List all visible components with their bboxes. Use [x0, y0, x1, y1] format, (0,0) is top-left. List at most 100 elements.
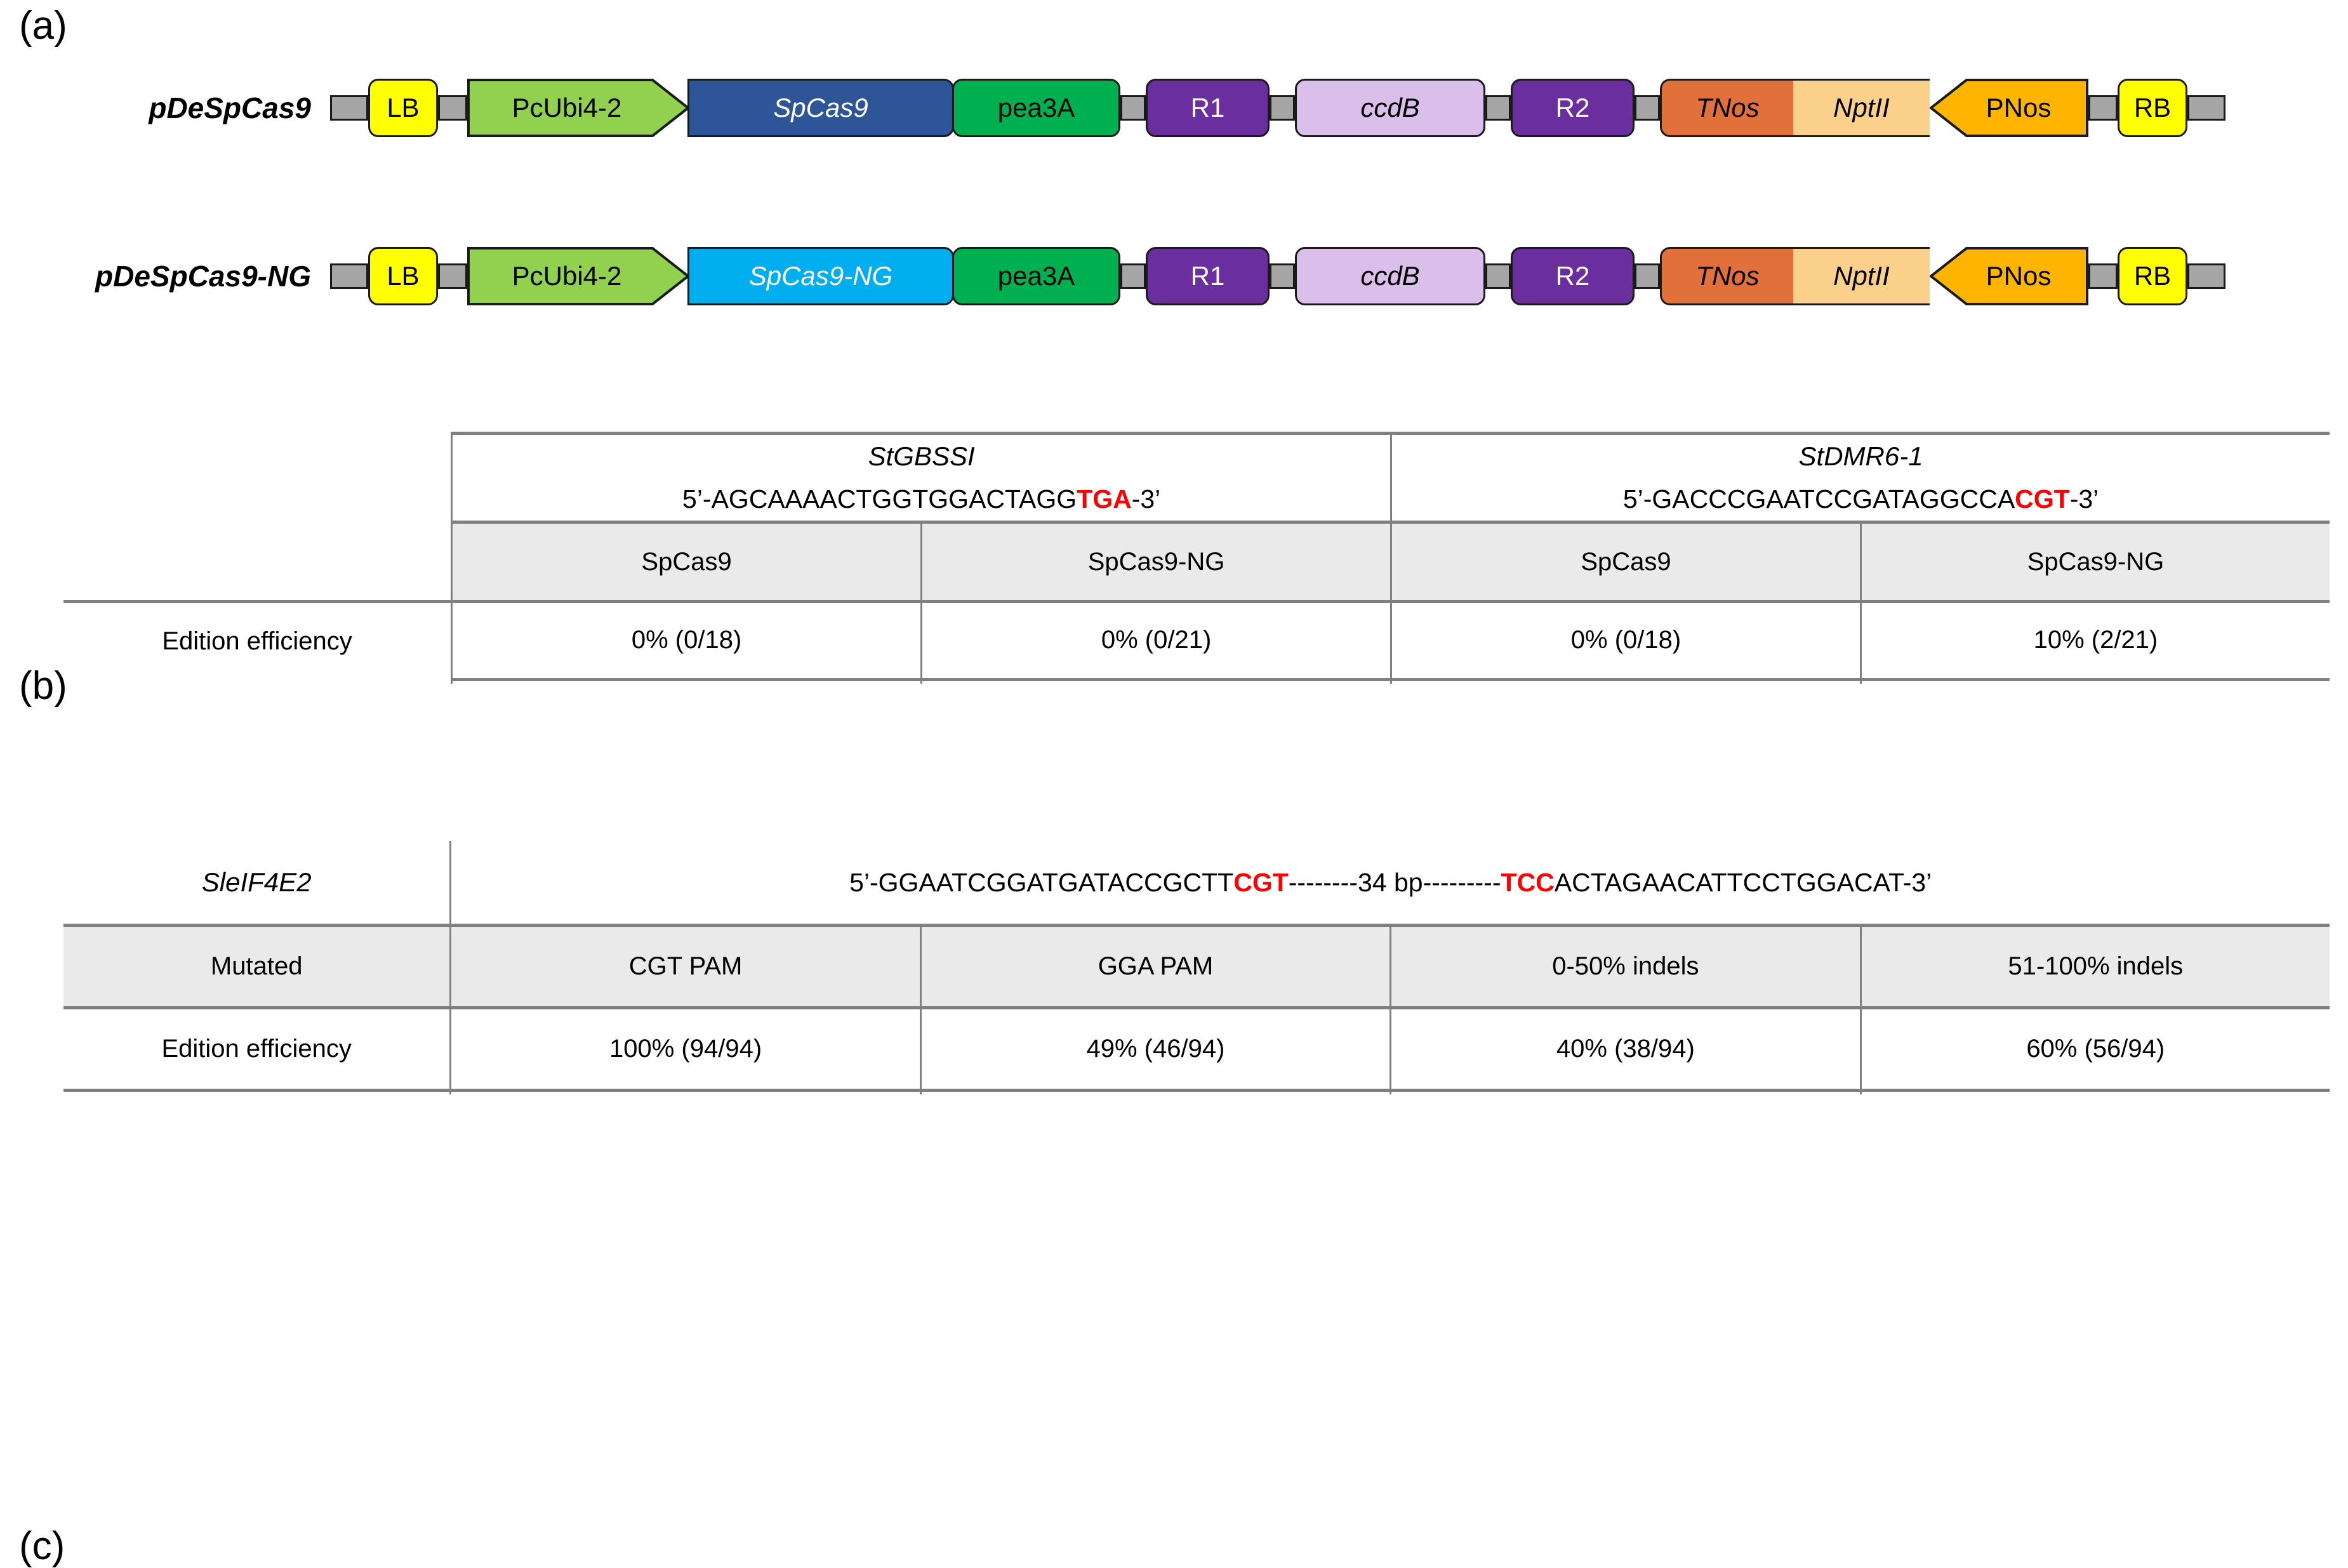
feature-spcas9-label: SpCas9: [773, 93, 868, 123]
feature-rb[interactable]: RB: [2118, 247, 2187, 305]
arrow-left-icon: [1930, 79, 2088, 137]
sequence-prefix: 5’-GACCCGAATCCGATAGGCCA: [1622, 484, 2015, 514]
feature-rb-label: RB: [2133, 93, 2172, 123]
feature-pea3a[interactable]: pea3A: [952, 79, 1120, 137]
feature-pea3a-label: pea3A: [997, 93, 1075, 123]
feature-r2[interactable]: R2: [1511, 247, 1635, 305]
row-label-edition-efficiency: Edition efficiency: [161, 1035, 352, 1063]
plasmid-map-pDeSpCas9-NG: LB PcUbi4-2 SpCas9-NG pea3A R1 c: [330, 238, 2225, 314]
efficiency-value-3: 60% (56/94): [1859, 1007, 2330, 1091]
feature-r2-label: R2: [1555, 93, 1590, 123]
nuclease-header-3: SpCas9-NG: [1859, 521, 2330, 603]
arrow-right-icon: [467, 79, 689, 137]
feature-pnos-label: PNos: [1986, 261, 2052, 291]
feature-ccdb[interactable]: ccdB: [1295, 247, 1485, 305]
backbone-linker: [1635, 95, 1660, 121]
feature-pnos[interactable]: PNos: [1930, 247, 2088, 305]
category-header-51-100-indels: 51-100% indels: [1859, 924, 2330, 1009]
backbone-linker: [330, 263, 368, 289]
nuclease-header-0: SpCas9: [451, 521, 922, 603]
sequence-pam: CGT: [2015, 484, 2070, 514]
feature-spcas9[interactable]: SpCas9: [687, 79, 954, 137]
backbone-linker: [1485, 95, 1511, 121]
feature-pcubi4-2-label: PcUbi4-2: [512, 261, 622, 291]
feature-pnos[interactable]: PNos: [1930, 79, 2088, 137]
target-sequence-sleif4e2: 5’-GGAATCGGATGATACCGCTTCGT--------34 bp-…: [449, 841, 2330, 926]
feature-tnos-label: TNos: [1695, 261, 1760, 291]
feature-spcas9-ng[interactable]: SpCas9-NG: [687, 247, 954, 305]
category-header-gga-pam: GGA PAM: [919, 924, 1391, 1009]
backbone-linker: [1635, 263, 1660, 289]
panel-c-letter: (c): [19, 1524, 65, 1568]
feature-rb[interactable]: RB: [2118, 79, 2187, 137]
sequence-prefix: 5’-GGAATCGGATGATACCGCTT: [849, 867, 1234, 897]
construct-row-pDeSpCas9: pDeSpCas9 LB PcUbi4-2 SpCas9 pea3A: [0, 70, 2348, 146]
gene-header-stdmr6-1: StDMR6-1: [1390, 432, 2330, 478]
efficiency-value-0: 100% (94/94): [449, 1007, 921, 1091]
feature-pcubi4-2[interactable]: PcUbi4-2: [467, 79, 689, 137]
feature-r1-label: R1: [1190, 93, 1225, 123]
feature-rb-label: RB: [2133, 261, 2172, 291]
feature-tnos[interactable]: TNos: [1660, 247, 1793, 305]
sequence-prefix: 5’-AGCAAAACTGGTGGACTAGG: [682, 484, 1077, 514]
feature-pea3a[interactable]: pea3A: [952, 247, 1120, 305]
table-row-category-headers: Mutated CGT PAM GGA PAM 0-50% indels 51-…: [63, 924, 2330, 1009]
feature-tnos[interactable]: TNos: [1660, 79, 1793, 137]
construct-label-pDeSpCas9: pDeSpCas9: [149, 91, 311, 124]
feature-spcas9-ng-label: SpCas9-NG: [748, 261, 893, 291]
table-row-edition-efficiency: Edition efficiency 100% (94/94) 49% (46/…: [63, 1007, 2330, 1091]
backbone-linker: [330, 95, 368, 121]
backbone-linker: [1270, 95, 1295, 121]
construct-row-pDeSpCas9-NG: pDeSpCas9-NG LB PcUbi4-2 SpCas9-NG pea3A: [0, 238, 2348, 314]
panel-c: (c) SleIF4E2 5’-GGAATCGGATGATACCGCTTCGT-…: [0, 736, 2348, 1566]
efficiency-value-0: 0% (0/18): [451, 600, 922, 679]
feature-r1[interactable]: R1: [1146, 79, 1270, 137]
feature-nptii[interactable]: NptII: [1793, 79, 1930, 137]
table-row-bottom-rule: [63, 1089, 2330, 1094]
backbone-linker: [438, 263, 467, 289]
feature-pcubi4-2[interactable]: PcUbi4-2: [467, 247, 689, 305]
table-row-edition-efficiency: Edition efficiency 0% (0/18) 0% (0/21) 0…: [63, 600, 2330, 679]
sequence-suffix: -3’: [2069, 484, 2099, 514]
backbone-linker: [2088, 95, 2118, 121]
backbone-linker: [2187, 263, 2225, 289]
feature-pnos-label: PNos: [1986, 93, 2052, 123]
plasmid-map-pDeSpCas9: LB PcUbi4-2 SpCas9 pea3A R1 ccdB: [330, 70, 2225, 146]
backbone-linker: [1270, 263, 1295, 289]
backbone-linker: [1485, 263, 1511, 289]
feature-pea3a-label: pea3A: [997, 261, 1075, 291]
table-row-gene-sequence: SleIF4E2 5’-GGAATCGGATGATACCGCTTCGT-----…: [63, 841, 2330, 926]
feature-lb[interactable]: LB: [368, 247, 438, 305]
sequence-pam2: TCC: [1501, 867, 1555, 897]
feature-nptii-label: NptII: [1833, 93, 1890, 123]
feature-ccdb-label: ccdB: [1360, 261, 1420, 291]
efficiency-value-2: 40% (38/94): [1390, 1007, 1861, 1091]
nuclease-header-1: SpCas9-NG: [920, 521, 1391, 603]
backbone-linker: [438, 95, 467, 121]
panel-c-table: SleIF4E2 5’-GGAATCGGATGATACCGCTTCGT-----…: [63, 841, 2330, 1094]
feature-lb[interactable]: LB: [368, 79, 438, 137]
arrow-left-icon: [1930, 247, 2088, 305]
gene-header-stgbssi: StGBSSI: [451, 432, 1391, 478]
feature-nptii-label: NptII: [1833, 261, 1890, 291]
feature-r1[interactable]: R1: [1146, 247, 1270, 305]
sequence-pam: TGA: [1077, 484, 1132, 514]
panel-a: (a) pDeSpCas9 LB PcUbi4-2 SpCas9 pea3A: [0, 0, 2348, 330]
feature-r2[interactable]: R2: [1511, 79, 1635, 137]
category-header-mutated: Mutated: [63, 924, 451, 1009]
table-row-sequences: 5’-AGCAAAACTGGTGGACTAGGTGA -3’ 5’-GACCCGA…: [63, 478, 2330, 522]
efficiency-value-1: 0% (0/21): [920, 600, 1391, 679]
feature-nptii[interactable]: NptII: [1793, 247, 1930, 305]
backbone-linker: [2187, 95, 2225, 121]
panel-a-letter: (a): [19, 4, 67, 48]
row-label-edition-efficiency: Edition efficiency: [63, 600, 452, 679]
feature-ccdb[interactable]: ccdB: [1295, 79, 1485, 137]
target-sequence-stdmr6-1: 5’-GACCCGAATCCGATAGGCCACGT-3’: [1390, 478, 2330, 522]
feature-r1-label: R1: [1190, 261, 1225, 291]
construct-label-pDeSpCas9-NG: pDeSpCas9-NG: [95, 260, 311, 293]
backbone-linker: [1120, 263, 1146, 289]
table-row-nuclease-headers: SpCas9 SpCas9-NG SpCas9 SpCas9-NG: [63, 521, 2330, 603]
arrow-right-icon: [467, 247, 689, 305]
feature-lb-label: LB: [387, 261, 420, 291]
backbone-linker: [2088, 263, 2118, 289]
